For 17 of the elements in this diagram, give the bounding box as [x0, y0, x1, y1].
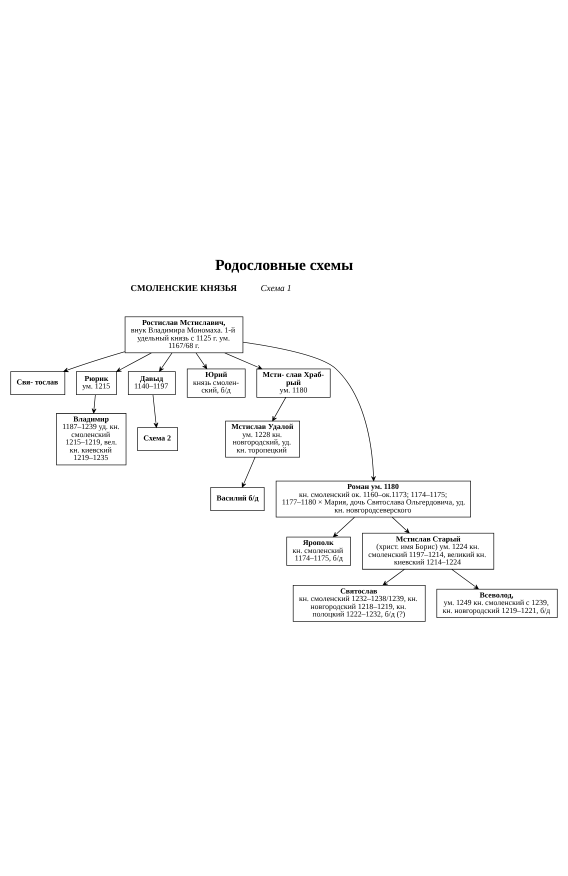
arrow	[152, 394, 158, 428]
arrow	[272, 396, 286, 421]
diagram-title: Родословные схемы	[215, 256, 354, 274]
arrow	[159, 352, 172, 372]
arrow	[92, 394, 96, 413]
arrow	[196, 352, 208, 369]
label: СМОЛЕНСКИЕ КНЯЗЬЯ	[130, 282, 237, 292]
label: Схема 1	[260, 282, 292, 292]
arrow	[116, 352, 152, 372]
arrow	[333, 516, 355, 537]
arrow	[392, 516, 410, 533]
arrow	[452, 568, 479, 589]
arrow	[242, 341, 376, 481]
arrow	[63, 350, 126, 372]
arrow	[242, 456, 256, 488]
arrow	[382, 568, 405, 586]
arrow	[224, 352, 262, 369]
